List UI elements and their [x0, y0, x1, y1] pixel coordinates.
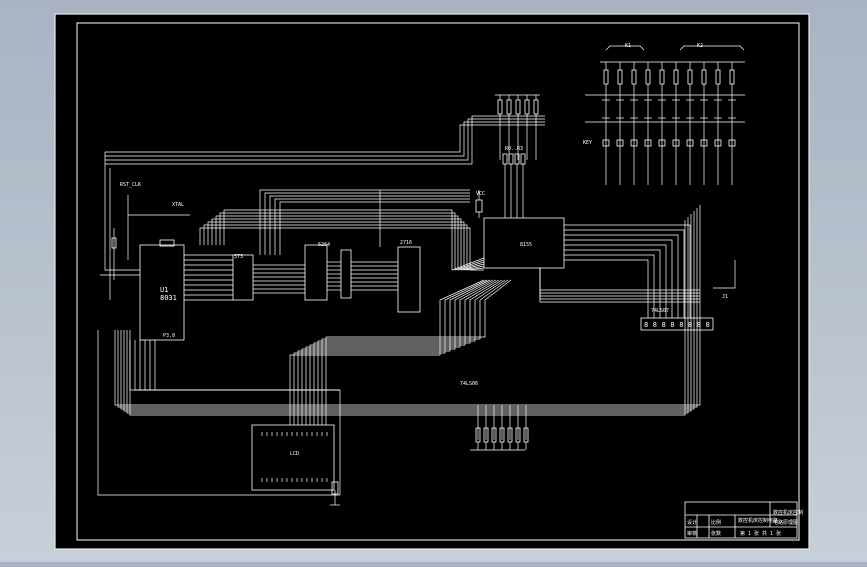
titleblock-cell-3: 张数 — [711, 530, 721, 537]
subtitle-text: 电路原理图 — [773, 519, 798, 526]
display-digit: 8 — [644, 321, 648, 329]
display-digit: 8 — [706, 321, 710, 329]
titleblock-cell-4: 数控机床控制电路 — [738, 517, 778, 524]
display-digit: 8 — [679, 321, 683, 329]
ram-6264-chip[interactable] — [304, 244, 328, 301]
io-8155-chip[interactable] — [397, 246, 421, 313]
title-text: 数控机床控制 — [773, 509, 803, 516]
display-digit: 8 — [653, 321, 657, 329]
drawing-border — [76, 22, 800, 541]
display-digit: 8 — [670, 321, 674, 329]
components — [111, 69, 798, 539]
wiring — [97, 45, 745, 506]
rst-net-label: RST_CLK — [120, 182, 141, 188]
titleblock-cell-1: 审核 — [687, 530, 697, 537]
latch-373-chip[interactable] — [232, 254, 254, 301]
bus-label: 74LS06 — [460, 381, 478, 387]
titleblock-cell-0: 设计 — [687, 519, 697, 526]
mcu-part-label: 8031 — [160, 294, 177, 302]
titleblock-cell-2: 比例 — [711, 519, 721, 526]
seven-segment-display[interactable] — [640, 317, 714, 331]
mcu-pin-label: P3.0 — [163, 333, 175, 339]
xtal-net-label: XTAL — [172, 202, 184, 208]
vcc-label: VCC — [476, 191, 485, 197]
ic2-label: 373 — [234, 254, 243, 260]
interface-chip[interactable] — [483, 217, 565, 269]
title-block — [684, 501, 798, 539]
labels: U1 8031 P3.0 RST_CLK XTAL 373 6264 2716 … — [120, 43, 803, 537]
mcu-chip-u1[interactable] — [139, 244, 185, 341]
ic4-label: 2716 — [400, 240, 412, 246]
lcd-ref-label: LCD — [290, 451, 299, 457]
display-digit: 8 — [688, 321, 692, 329]
switch-group-left-label: K1 — [625, 43, 631, 49]
display-digit: 8 — [697, 321, 701, 329]
display-digit: 8 — [662, 321, 666, 329]
display-driver-label: 74LS07 — [651, 308, 669, 314]
titleblock-cell-5: 第 1 张 共 1 张 — [740, 530, 781, 537]
switch-group-right-label: K2 — [697, 43, 703, 49]
connector-label: J1 — [722, 294, 728, 300]
ic3-label: 6264 — [318, 242, 330, 248]
drawing-sheet — [54, 13, 810, 550]
lcd-module[interactable] — [251, 424, 335, 491]
resistor-net-label: R0..R3 — [505, 146, 523, 152]
eprom-stub[interactable] — [340, 249, 352, 299]
mcu-ref-label: U1 — [160, 286, 168, 294]
switch-net-label: KEY — [583, 140, 592, 146]
ic5-label: 8155 — [520, 242, 532, 248]
